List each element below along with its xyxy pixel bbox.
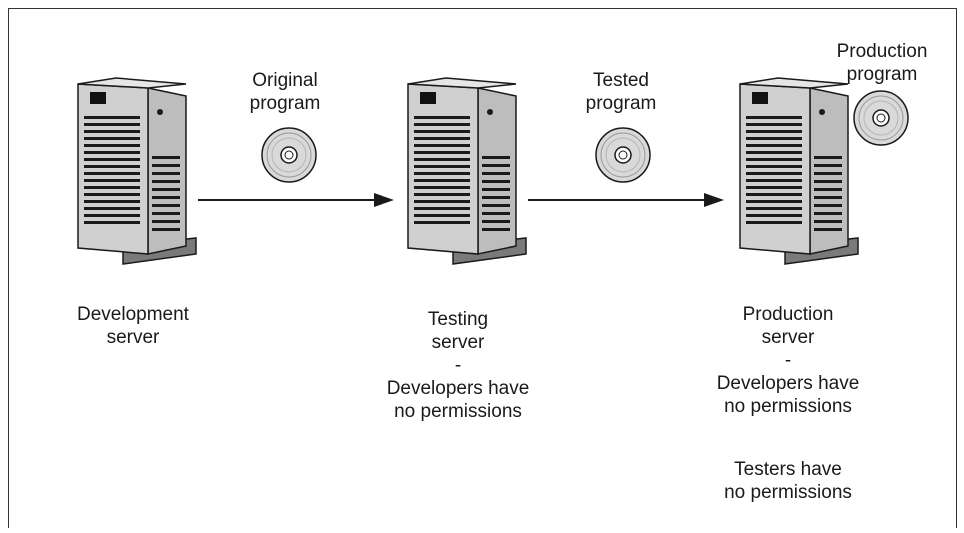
production-server-label-line-1: Production [742,304,834,325]
production-server-label-line-3: - [784,350,792,371]
right-arrow-icon [528,193,724,207]
production-server-icon [730,76,860,276]
production-program-label-line-2: program [846,64,918,85]
development-server-label: Development server [48,303,218,349]
production-testers-note: Testers have no permissions [693,458,883,504]
original-program-label-line-1: Original [252,70,318,91]
right-arrow-icon [198,193,394,207]
production-server-label-line-2: server [761,327,815,348]
production-program-label-line-1: Production [836,41,928,62]
original-program-disc-icon [260,126,318,184]
testing-server-icon [398,76,528,276]
production-program-disc-icon [852,89,910,147]
tested-program-disc-icon [594,126,652,184]
production-testers-note-line-2: no permissions [724,482,852,503]
diagram-frame [8,8,957,528]
production-program-label: Production program [820,40,944,86]
testing-server-label-line-1: Testing [427,309,489,330]
tested-program-label: Tested program [566,69,676,115]
tested-program-label-line-1: Tested [593,70,649,91]
production-testers-note-line-1: Testers have [734,459,842,480]
development-server-label-line-1: Development [77,304,189,325]
development-server-label-line-2: server [106,327,160,348]
production-server-label-line-4: Developers have [716,373,860,394]
testing-server-label: Testing server - Developers have no perm… [363,308,553,423]
testing-server-label-line-4: Developers have [386,378,530,399]
production-server-label: Production server - Developers have no p… [693,303,883,418]
testing-server-label-line-3: - [454,355,462,376]
original-program-label: Original program [230,69,340,115]
testing-server-label-line-5: no permissions [394,401,522,422]
testing-server-label-line-2: server [431,332,485,353]
tested-program-label-line-2: program [585,93,657,114]
original-program-label-line-2: program [249,93,321,114]
development-server-icon [68,76,198,276]
production-server-label-line-5: no permissions [724,396,852,417]
